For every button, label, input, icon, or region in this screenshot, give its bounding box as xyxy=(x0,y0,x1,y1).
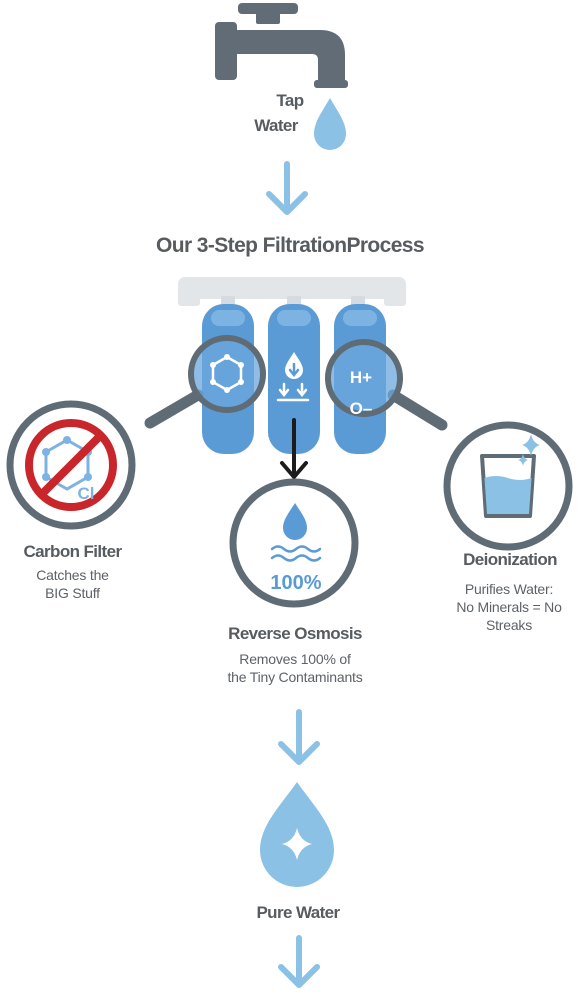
page-title: Our 3-Step FiltrationProcess xyxy=(156,234,425,257)
deionization-desc2: No Minerals = No xyxy=(456,599,562,615)
carbon-filter-icon: Cl xyxy=(6,400,136,530)
reverse-osmosis-icon: 100% xyxy=(229,478,359,608)
reverse-osmosis-title: Reverse Osmosis xyxy=(228,624,362,643)
deionization-title: Deionization xyxy=(463,550,557,569)
down-arrow-icon xyxy=(266,161,308,215)
down-arrow-black-icon xyxy=(280,418,308,479)
tap-label-line2: Water xyxy=(254,116,298,135)
carbon-filter-desc1: Catches the xyxy=(36,567,109,583)
magnifier-deion-icon: H+ O– xyxy=(325,339,448,431)
pure-water-drop-icon xyxy=(260,782,334,887)
ro-membrane-icon xyxy=(276,352,310,402)
magnifier-carbon-icon xyxy=(144,335,266,429)
chlorine-label: Cl xyxy=(78,484,95,503)
ion-o-label: O– xyxy=(350,399,373,418)
water-drop-icon xyxy=(314,98,346,150)
down-arrow-icon-2 xyxy=(278,709,320,765)
ro-percent-label: 100% xyxy=(270,572,321,594)
tap-label-line1: Tap xyxy=(276,91,304,110)
reverse-osmosis-desc2: the Tiny Contaminants xyxy=(227,669,363,685)
down-arrow-icon-3 xyxy=(278,935,320,988)
deionization-icon xyxy=(443,421,573,551)
deionization-desc3: Streaks xyxy=(485,617,533,633)
faucet-icon xyxy=(215,3,348,88)
ion-h-label: H+ xyxy=(350,368,372,387)
carbon-filter-desc2: BIG Stuff xyxy=(45,585,100,601)
carbon-filter-title: Carbon Filter xyxy=(23,542,123,561)
sparkle-icon xyxy=(522,434,540,456)
reverse-osmosis-desc1: Removes 100% of xyxy=(239,651,351,667)
deionization-desc1: Purifies Water: xyxy=(464,581,554,597)
pure-water-label: Pure Water xyxy=(256,903,340,922)
